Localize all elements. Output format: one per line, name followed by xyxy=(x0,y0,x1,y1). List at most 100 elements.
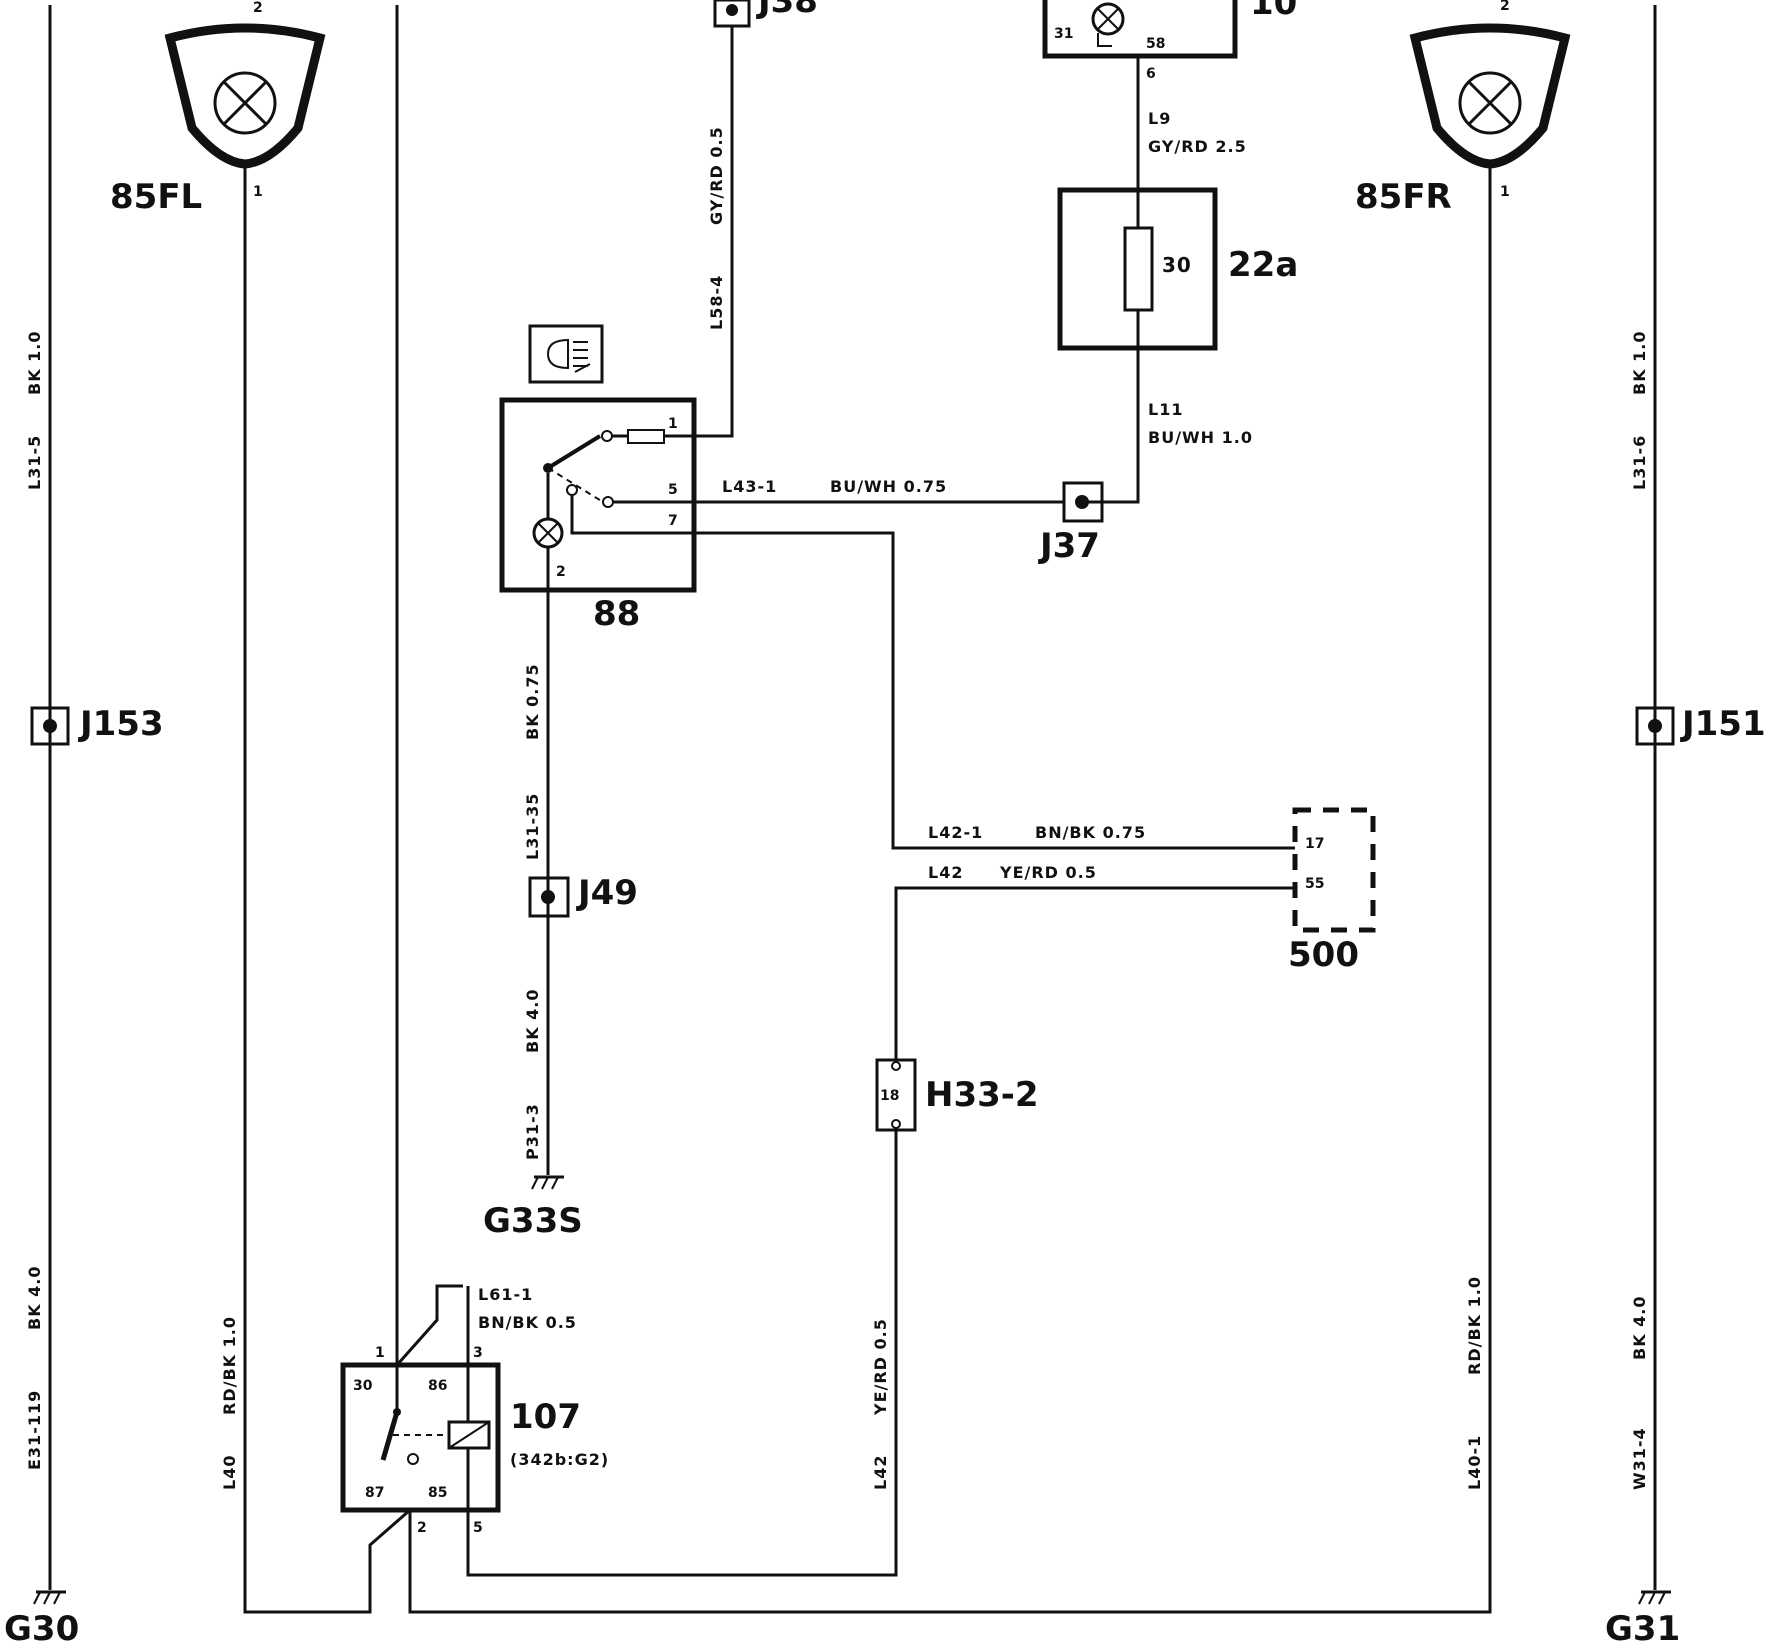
pin-label: 55 xyxy=(1305,876,1324,892)
wire-id-l31-6: L31-6 xyxy=(1630,435,1649,490)
wire-spec-l31-5: BK 1.0 xyxy=(25,330,44,395)
switch-dashed xyxy=(547,467,604,503)
wire-id-l58-4: L58-4 xyxy=(707,275,726,330)
wire-l42-1 xyxy=(694,531,1295,850)
pin-label: 2 xyxy=(253,0,263,16)
wire-id-l42-1: L42-1 xyxy=(928,823,983,842)
label-j151: J151 xyxy=(1680,704,1766,744)
wire-spec-l42-1: BN/BK 0.75 xyxy=(1035,823,1146,842)
wire-id-w31-4: W31-4 xyxy=(1630,1427,1649,1490)
pin-label: 5 xyxy=(473,1520,483,1536)
label-85fl: 85FL xyxy=(110,177,202,217)
label-85fr: 85FR xyxy=(1355,177,1452,217)
pin-label: 1 xyxy=(375,1345,385,1361)
switch-contact xyxy=(566,484,578,496)
wire-spec-e31-119: BK 4.0 xyxy=(25,1265,44,1330)
control-module-500 xyxy=(1292,807,1376,933)
label-88: 88 xyxy=(593,594,640,634)
label-g30: G30 xyxy=(4,1609,79,1648)
label-j37: J37 xyxy=(1038,526,1100,566)
label-10: 10 xyxy=(1250,0,1297,23)
pin-label: 6 xyxy=(1146,66,1156,82)
component-10 xyxy=(1042,0,1238,59)
fog-light-symbol-icon xyxy=(528,324,604,384)
wire-spec-l11: BU/WH 1.0 xyxy=(1148,428,1253,447)
wire-id-l40: L40 xyxy=(220,1455,239,1490)
ground-symbol-icon xyxy=(531,1175,564,1190)
wire-id-l43-1: L43-1 xyxy=(722,477,777,496)
connector-pin xyxy=(891,1119,901,1129)
pin-label: 1 xyxy=(668,416,678,432)
label-500: 500 xyxy=(1288,935,1359,975)
wire-id-l31-5: L31-5 xyxy=(25,435,44,490)
relay-lever xyxy=(380,1411,400,1461)
switch-contact xyxy=(602,496,614,508)
wire-spec-p31-3: BK 4.0 xyxy=(523,988,542,1053)
pin-label: 87 xyxy=(365,1485,384,1501)
wire-id-l42: L42 xyxy=(928,863,963,882)
wire-internal xyxy=(1097,33,1112,47)
wire-id-l61-1: L61-1 xyxy=(478,1285,533,1304)
relay-107 xyxy=(340,1362,501,1513)
wire-l11 xyxy=(1082,348,1140,504)
pin-label: 85 xyxy=(428,1485,447,1501)
label-107: 107 xyxy=(510,1397,581,1437)
lamp-cross-icon xyxy=(1458,71,1522,135)
junction-dot xyxy=(43,719,57,733)
wire-internal xyxy=(570,495,694,535)
ground-symbol-icon xyxy=(1638,1590,1671,1605)
wire-l40-1 xyxy=(408,165,1492,1614)
wire-id-l31-35: L31-35 xyxy=(523,793,542,860)
wire-spec-l42: YE/RD 0.5 xyxy=(999,863,1097,882)
wire-spec-l9: GY/RD 2.5 xyxy=(1148,137,1247,156)
wire-spec-l61-1: BN/BK 0.5 xyxy=(478,1313,577,1332)
wire-spec-l58-4: GY/RD 0.5 xyxy=(707,126,726,225)
wire-l42-horizontal xyxy=(894,886,1295,1060)
fuse-element xyxy=(1123,226,1154,312)
wire-spec-l43-1: BU/WH 0.75 xyxy=(830,477,947,496)
lamp-cross-icon xyxy=(1091,2,1125,36)
label-107-ref: (342b:G2) xyxy=(510,1450,609,1469)
wire-l40 xyxy=(243,165,411,1614)
wire-id-l40-1: L40-1 xyxy=(1465,1435,1484,1490)
label-g33s: G33S xyxy=(483,1201,583,1241)
switch-contact xyxy=(601,430,613,442)
wire-id-l42-vertical: L42 xyxy=(871,1455,890,1490)
pin-label: 2 xyxy=(417,1520,427,1536)
pin-label: 17 xyxy=(1305,836,1324,852)
wire-id-p31-3: P31-3 xyxy=(523,1103,542,1160)
switch-88 xyxy=(499,397,697,593)
junction-j49 xyxy=(528,876,570,918)
label-j153: J153 xyxy=(78,704,164,744)
pin-label: 58 xyxy=(1146,36,1165,52)
label-j38: J38 xyxy=(756,0,818,21)
wire-spec-l31-6: BK 1.0 xyxy=(1630,330,1649,395)
pin-label: 30 xyxy=(353,1378,373,1394)
lamp-cross-icon xyxy=(532,517,564,549)
junction-dot xyxy=(1075,495,1089,509)
wire-spec-l42-vertical: YE/RD 0.5 xyxy=(871,1318,890,1416)
junction-j151 xyxy=(1635,706,1675,746)
junction-dot xyxy=(541,890,555,904)
wire-id-e31-119: E31-119 xyxy=(25,1390,44,1470)
pin-label: 7 xyxy=(668,513,678,529)
pin-label: 1 xyxy=(1500,184,1510,200)
pin-label: 30 xyxy=(1162,253,1192,277)
lamp-cross-icon xyxy=(213,71,277,135)
label-g31: G31 xyxy=(1605,1609,1680,1648)
wire-l42-vertical xyxy=(466,1130,898,1577)
pin-label: 1 xyxy=(253,184,263,200)
wire-spec-l40: RD/BK 1.0 xyxy=(220,1316,239,1415)
wire-id-l9: L9 xyxy=(1148,109,1171,128)
junction-dot xyxy=(726,4,738,16)
wire-spec-w31-4: BK 4.0 xyxy=(1630,1295,1649,1360)
pin-label: 31 xyxy=(1054,26,1073,42)
fog-lamp-85fr xyxy=(1409,23,1571,169)
resistor xyxy=(627,429,665,444)
label-j49: J49 xyxy=(576,873,638,913)
fog-lamp-85fl xyxy=(164,23,326,169)
label-h33-2: H33-2 xyxy=(925,1075,1039,1115)
wire-l58-4 xyxy=(690,26,734,438)
wire-id-l11: L11 xyxy=(1148,400,1183,419)
